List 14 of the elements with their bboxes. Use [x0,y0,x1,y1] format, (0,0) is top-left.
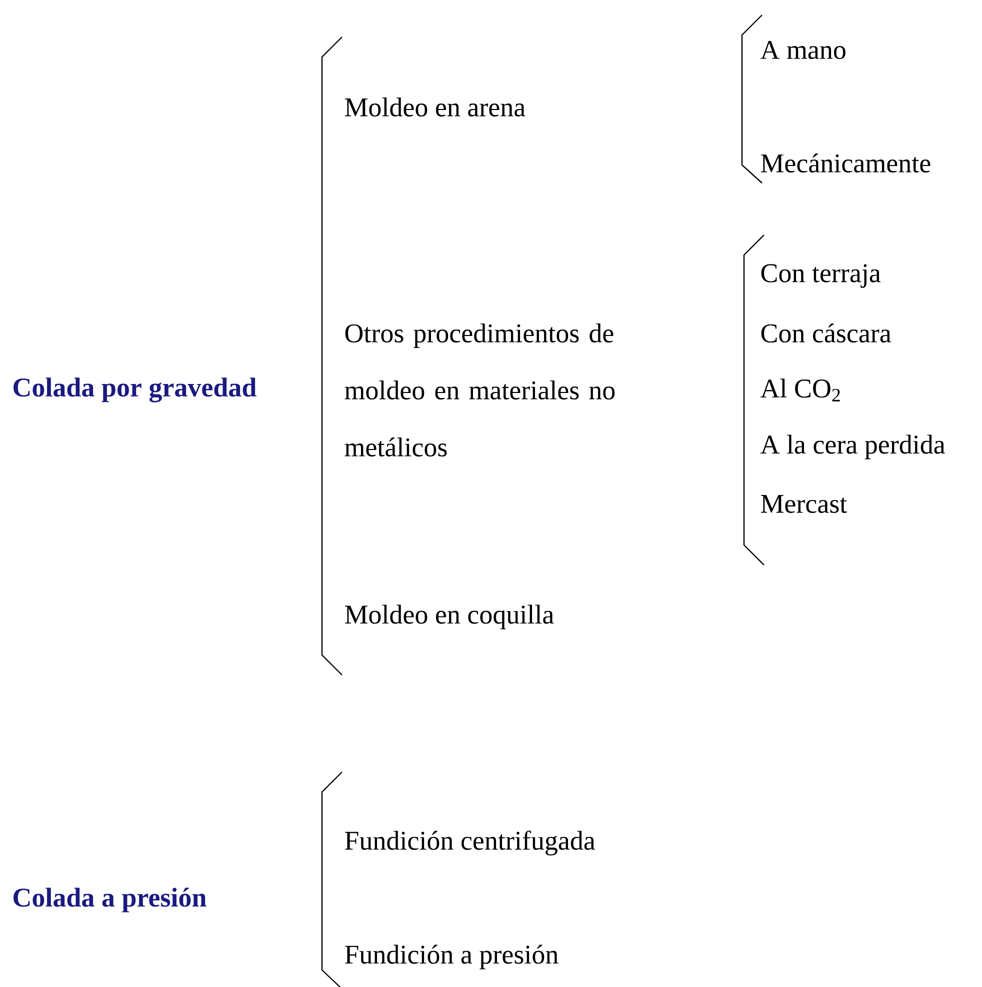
category-text: Moldeo en coquilla [345,604,554,630]
category-text: Fundición a presión [345,944,558,970]
category-text: Mercast [761,495,847,513]
category-text: A mano [760,40,846,60]
category-text: Con terraja [761,264,881,288]
category-text: A la cera perdida [760,434,945,460]
category-text: Mecánicamente [761,153,930,173]
category-text: Otros procedimientos de moldeo en materiales no metálicos [344,324,615,456]
category-text: Fundición centrifugada [345,830,596,856]
category-text: Al CO$_{2}$ [760,378,840,402]
category-text: Moldeo en arena [345,98,526,116]
heading-text: Colada por gravedad [14,378,256,402]
heading-text: Colada a presión [14,888,206,912]
category-text: Con cáscara [761,323,892,343]
